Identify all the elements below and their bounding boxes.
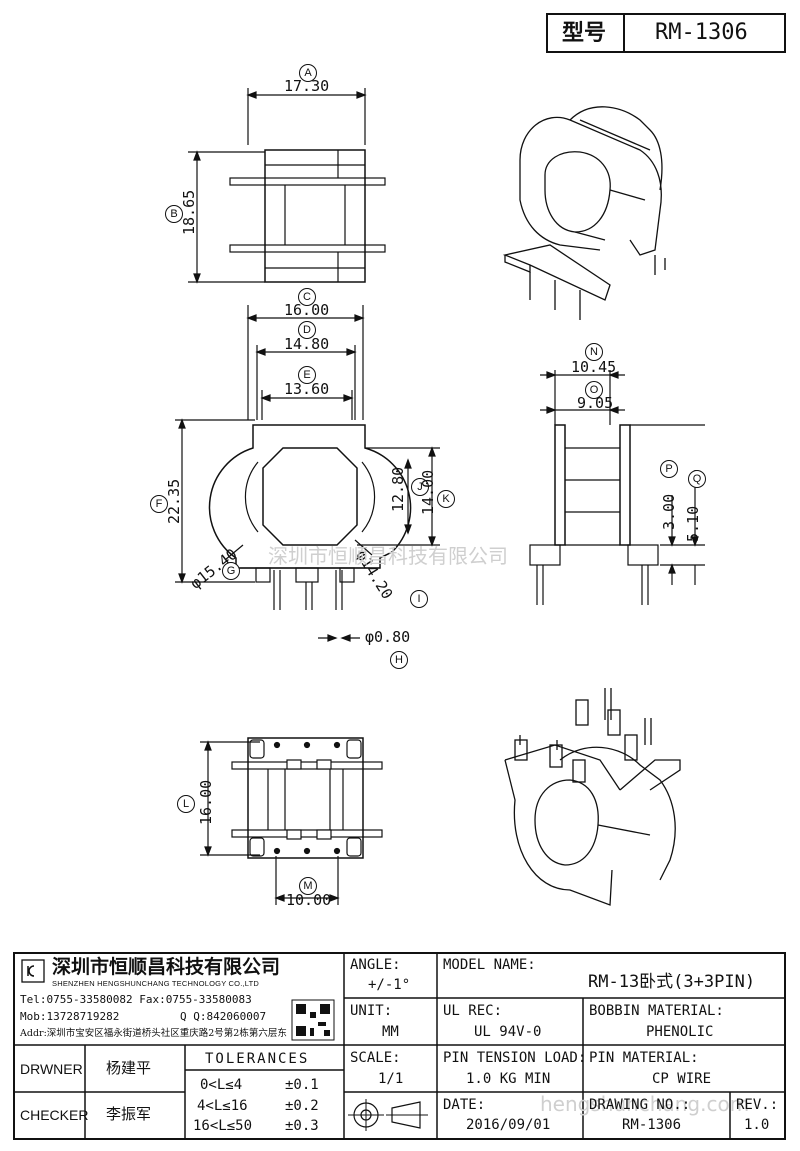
ul-rec-value: UL 94V-0 (474, 1024, 542, 1040)
dim-f-value: 22.35 (165, 478, 183, 524)
drawing-no-label: DRAWING NO.: (589, 1097, 691, 1113)
dim-l-value: 16.00 (197, 779, 215, 825)
dim-p-value: 3.00 (660, 493, 678, 530)
rev-value: 1.0 (744, 1117, 770, 1133)
checker-value: 李振军 (106, 1105, 152, 1123)
drawer-value: 杨建平 (106, 1059, 152, 1077)
dim-tag-f: F (150, 495, 168, 513)
bottom-view (200, 737, 383, 905)
tol-value: ±0.2 (285, 1098, 319, 1114)
tol-range: 16<L≤50 (193, 1118, 253, 1134)
company-name-cn: 深圳市恒顺昌科技有限公司 (52, 956, 281, 978)
scale-value: 1/1 (378, 1071, 404, 1087)
dim-tag-c: C (298, 288, 316, 306)
checker-label: CHECKER (20, 1107, 89, 1123)
tol-range: 4<L≤16 (197, 1098, 248, 1114)
front-view (175, 305, 440, 642)
pin-material-label: PIN MATERIAL: (589, 1050, 699, 1066)
dim-tag-k: K (437, 490, 455, 508)
pin-tension-label: PIN TENSION LOAD: (443, 1050, 587, 1066)
company-mob: Mob:13728719282 (20, 1010, 120, 1023)
rev-label: REV.: (736, 1097, 779, 1113)
ul-rec-label: UL REC: (443, 1003, 503, 1019)
company-addr: Addr:深圳市宝安区福永街道桥头社区重庆路2号第2栋第六层东 (20, 1028, 287, 1039)
top-view (188, 88, 386, 284)
tol-value: ±0.1 (285, 1077, 319, 1093)
side-view (529, 370, 705, 605)
tol-value: ±0.3 (285, 1118, 319, 1134)
model-number: RM-1306 (655, 20, 748, 45)
tol-range: 0<L≤4 (200, 1077, 243, 1093)
model-label: 型号 (562, 20, 607, 45)
dim-n-value: 10.45 (571, 358, 617, 376)
dim-tag-d: D (298, 321, 316, 339)
dim-tag-o: O (585, 381, 603, 399)
dim-c-value: 16.00 (284, 301, 330, 319)
unit-value: MM (382, 1024, 399, 1040)
dim-tag-a: A (299, 64, 317, 82)
company-name-en: SHENZHEN HENGSHUNCHANG TECHNOLOGY CO.,LT… (52, 979, 259, 988)
model-name-label: MODEL NAME: (443, 957, 536, 973)
dim-tag-p: P (660, 460, 678, 478)
pin-material-value: CP WIRE (652, 1071, 712, 1087)
dim-d-value: 14.80 (284, 335, 330, 353)
angle-label: ANGLE: (350, 957, 401, 973)
dim-tag-e: E (298, 366, 316, 384)
date-value: 2016/09/01 (466, 1117, 551, 1133)
dim-tag-j: J (411, 478, 429, 496)
iso-view-top (502, 106, 666, 320)
watermark-url: hengshunchang.com (540, 1092, 750, 1116)
bobbin-material-label: BOBBIN MATERIAL: (589, 1003, 724, 1019)
dim-tag-n: N (585, 343, 603, 361)
date-label: DATE: (443, 1097, 486, 1113)
tolerances-label: TOLERANCES (205, 1051, 310, 1067)
angle-value: +/-1° (368, 977, 411, 993)
dim-q-value: 5.10 (684, 505, 702, 542)
dim-tag-g: G (222, 562, 240, 580)
dim-o-value: 9.05 (577, 394, 614, 412)
dim-a-value: 17.30 (284, 77, 330, 95)
dim-tag-h: H (390, 651, 408, 669)
pin-tension-value: 1.0 KG MIN (466, 1071, 551, 1087)
company-tel: Tel:0755-33580082 Fax:0755-33580083 (20, 993, 252, 1006)
dim-tag-b: B (165, 205, 183, 223)
iso-view-bottom (504, 688, 681, 906)
dim-j-value: 12.80 (389, 466, 407, 512)
dim-e-value: 13.60 (284, 380, 330, 398)
unit-label: UNIT: (350, 1003, 393, 1019)
dim-k-value: 14.00 (419, 469, 437, 515)
dim-m-value: 10.00 (286, 891, 332, 909)
watermark-company: 深圳市恒顺昌科技有限公司 (268, 544, 508, 568)
company-qq: Q Q:842060007 (180, 1010, 267, 1023)
bobbin-material-value: PHENOLIC (646, 1024, 714, 1040)
dim-tag-q: Q (688, 470, 706, 488)
dim-h-value: φ0.80 (365, 628, 411, 646)
scale-label: SCALE: (350, 1050, 401, 1066)
title-block-grid (13, 952, 786, 1140)
dim-b-value: 18.65 (180, 189, 198, 235)
dim-tag-l: L (177, 795, 195, 813)
dim-tag-m: M (299, 877, 317, 895)
drawer-label: DRWNER (20, 1061, 83, 1077)
drawing-no-value: RM-1306 (622, 1117, 682, 1133)
dim-tag-i: I (410, 590, 428, 608)
model-name-value: RM-13卧式(3+3PIN) (588, 972, 756, 992)
